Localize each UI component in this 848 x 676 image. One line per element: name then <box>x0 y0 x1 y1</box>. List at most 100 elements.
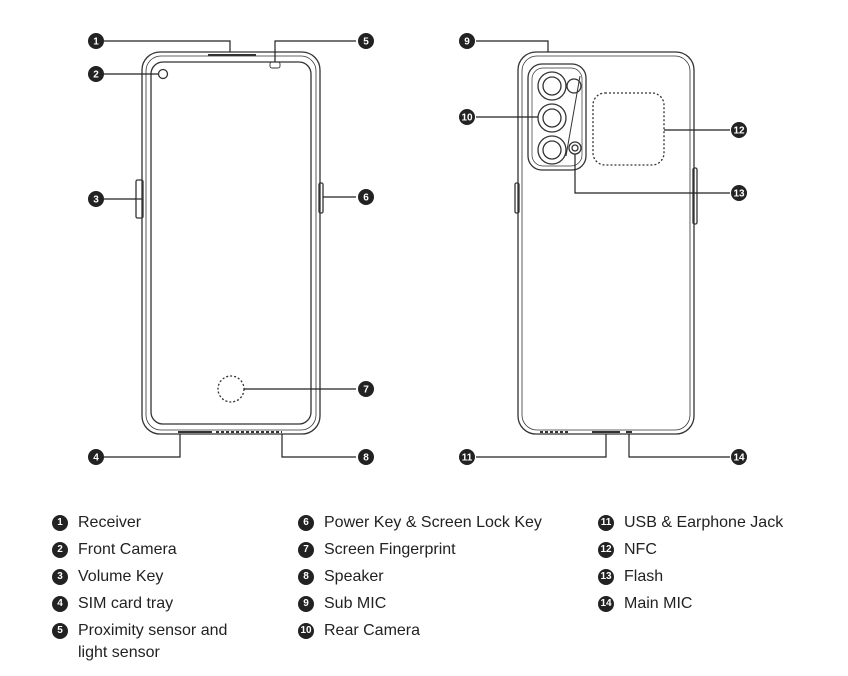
legend-item: 4 SIM card tray <box>52 593 227 615</box>
legend-item: 1 Receiver <box>52 512 227 534</box>
legend-number: 1 <box>52 515 68 531</box>
legend-number: 8 <box>298 569 314 585</box>
svg-text:5: 5 <box>363 37 369 48</box>
svg-text:11: 11 <box>462 453 473 464</box>
svg-text:12: 12 <box>733 126 745 137</box>
callout-14: 14 <box>731 449 747 465</box>
legend-number: 5 <box>52 623 68 639</box>
legend-label: Rear Camera <box>324 622 421 639</box>
rear-small-sensor <box>566 78 582 94</box>
legend-item: 6 Power Key & Screen Lock Key <box>298 512 542 534</box>
legend-column-3: 11 USB & Earphone Jack 12 NFC 13 Flash 14 Ma… <box>598 512 783 620</box>
svg-text:10: 10 <box>461 113 473 124</box>
legend-item: 2 Front Camera <box>52 539 227 561</box>
power-key <box>318 182 324 214</box>
svg-text:14: 14 <box>733 453 745 464</box>
callout-6: 6 <box>358 189 374 205</box>
callout-13: 13 <box>731 185 747 201</box>
svg-text:1: 1 <box>93 37 99 48</box>
legend-label: NFC <box>624 541 657 558</box>
legend-label: Flash <box>624 568 664 585</box>
callout-3: 3 <box>88 191 104 207</box>
rear-lens-3-inner <box>542 140 562 160</box>
svg-text:3: 3 <box>93 195 99 206</box>
front-screen <box>150 61 312 425</box>
rear-lens-2-inner <box>542 108 562 128</box>
legend-number: 14 <box>598 596 614 612</box>
callout-8: 8 <box>358 449 374 465</box>
flash-inner <box>571 144 579 152</box>
legend-item: 9 Sub MIC <box>298 593 542 615</box>
back-view <box>514 51 698 435</box>
proximity-sensor <box>269 61 281 69</box>
legend-label: Front Camera <box>78 541 177 558</box>
leader-11 <box>476 434 607 458</box>
legend-label: SIM card tray <box>78 595 174 612</box>
rear-lens-1 <box>537 71 567 101</box>
legend-label: Receiver <box>78 514 142 531</box>
leader-14 <box>628 434 730 458</box>
leader-13 <box>574 154 730 194</box>
callout-9: 9 <box>459 33 475 49</box>
svg-text:9: 9 <box>464 37 470 48</box>
legend-number: 3 <box>52 569 68 585</box>
legend-label: USB & Earphone Jack <box>624 514 784 531</box>
legend-item: 13 Flash <box>598 566 783 588</box>
legend-item: 8 Speaker <box>298 566 542 588</box>
legend-number: 10 <box>298 623 314 639</box>
rear-lens-2 <box>537 103 567 133</box>
fingerprint-area <box>217 375 245 403</box>
front-view <box>135 51 324 435</box>
rear-lens-3 <box>537 135 567 165</box>
back-frame <box>521 55 691 431</box>
callout-1: 1 <box>88 33 104 49</box>
legend-number: 11 <box>598 515 614 531</box>
legend-number: 6 <box>298 515 314 531</box>
back-left-key <box>514 182 520 214</box>
svg-text:2: 2 <box>93 70 99 81</box>
legend-number: 12 <box>598 542 614 558</box>
phone-diagram: 1 2 3 4 5 6 7 8 9 10 11 12 13 14 <box>88 33 747 465</box>
legend-item: 14 Main MIC <box>598 593 783 615</box>
rear-lens-1-inner <box>542 76 562 96</box>
legend-label: Main MIC <box>624 595 693 612</box>
svg-text:7: 7 <box>363 385 369 396</box>
callout-5: 5 <box>358 33 374 49</box>
leader-4 <box>104 434 181 458</box>
leader-1 <box>104 40 231 52</box>
legend-number: 9 <box>298 596 314 612</box>
legend-label: Screen Fingerprint <box>324 541 456 558</box>
legend-number: 2 <box>52 542 68 558</box>
leader-5 <box>274 40 356 62</box>
legend-label: Sub MIC <box>324 595 387 612</box>
legend-number: 7 <box>298 542 314 558</box>
flash <box>568 141 582 155</box>
nfc-area <box>592 92 665 166</box>
legend-number: 4 <box>52 596 68 612</box>
front-body <box>141 51 321 435</box>
legend-column-2: 6 Power Key & Screen Lock Key 7 Screen Fin… <box>298 512 542 647</box>
legend-label: Power Key & Screen Lock Key <box>324 514 542 531</box>
callout-11: 11 <box>459 449 475 465</box>
legend-item: 3 Volume Key <box>52 566 227 588</box>
callout-4: 4 <box>88 449 104 465</box>
front-frame <box>145 55 317 431</box>
callout-12: 12 <box>731 122 747 138</box>
svg-text:6: 6 <box>363 193 369 204</box>
leader-9 <box>476 40 549 52</box>
callout-10: 10 <box>459 109 475 125</box>
svg-text:13: 13 <box>733 189 745 200</box>
legend-item: 10 Rear Camera <box>298 620 542 642</box>
callout-2: 2 <box>88 66 104 82</box>
camera-diagonal <box>565 75 581 157</box>
svg-text:4: 4 <box>93 453 99 464</box>
back-right-key <box>692 167 698 225</box>
legend-number: 13 <box>598 569 614 585</box>
legend-label: Volume Key <box>78 568 164 585</box>
legend-item: 7 Screen Fingerprint <box>298 539 542 561</box>
legend-label: Speaker <box>324 568 384 585</box>
legend-item: 12 NFC <box>598 539 783 561</box>
callout-7: 7 <box>358 381 374 397</box>
back-body <box>517 51 695 435</box>
